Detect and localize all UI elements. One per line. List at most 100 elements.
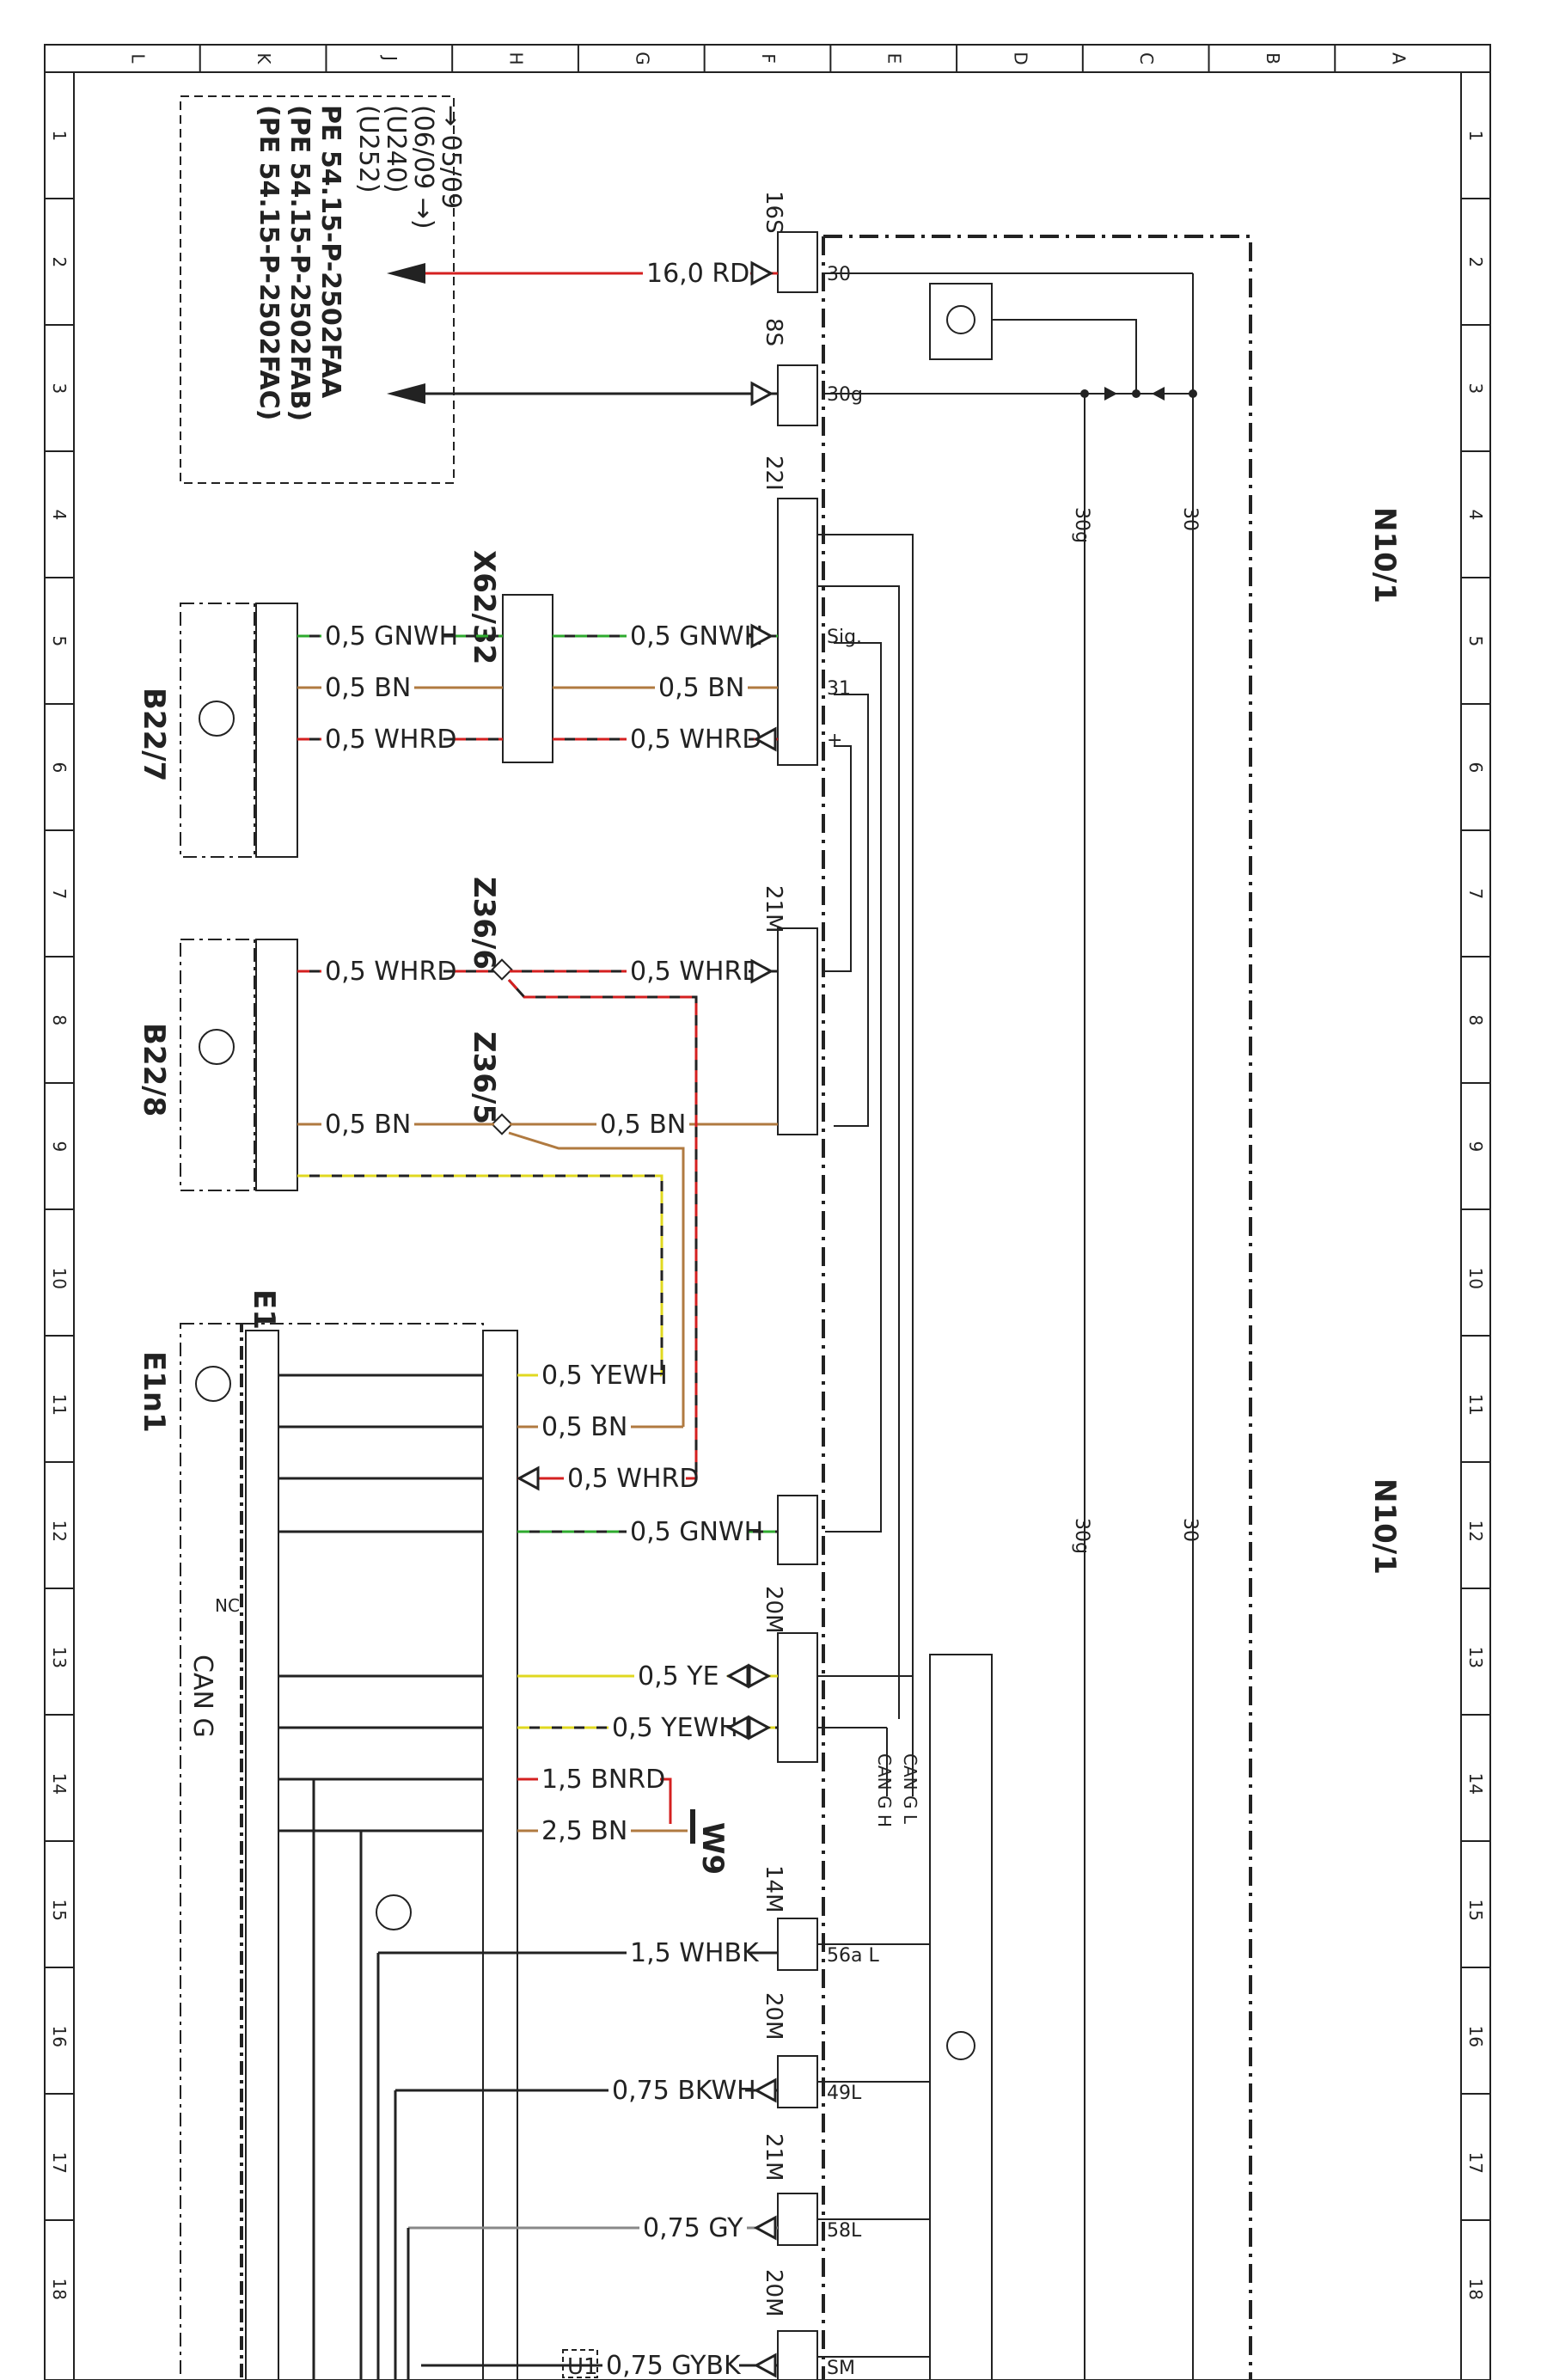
wire-label-w23: 0,75 GYBK <box>606 2351 742 2380</box>
pin-label-31: 31 <box>827 678 851 700</box>
row-label-left: 14 <box>49 1773 70 1795</box>
internal-label-30g-top: 30g <box>1071 507 1092 543</box>
wire-label-w18: 1,5 BNRD <box>541 1765 665 1795</box>
connector-arrow-icon <box>753 2077 777 2103</box>
zone-label: L <box>127 53 148 64</box>
wire-label-bg <box>321 622 443 650</box>
wire-label-w19: 2,5 BN <box>541 1816 627 1846</box>
e1-label-nc: NC <box>215 1595 240 1616</box>
component-label-u1: U1 <box>567 2354 598 2380</box>
row-label-right: 12 <box>1465 1520 1486 1542</box>
connector-label-20m-a: 20M <box>761 1586 786 1634</box>
row-label-right: 13 <box>1465 1647 1486 1668</box>
wire-label-w3: 0,5 GNWH <box>630 621 763 652</box>
note-line-2: (06/09 →) <box>408 105 438 229</box>
connector-arrow-icon <box>750 958 774 984</box>
row-label-left: 6 <box>49 762 70 774</box>
connector-arrow-icon <box>725 1663 749 1689</box>
component-label-x62-32: X62/32 <box>467 550 501 664</box>
internal-line-pin5 <box>816 585 900 1719</box>
row-label-right: 4 <box>1465 510 1486 521</box>
wire-label-bg <box>538 1413 631 1441</box>
row-label-left: 5 <box>49 636 70 647</box>
row-label-right: 3 <box>1465 383 1486 395</box>
note-line-6: (PE 54.15-P-2502FAB) <box>284 105 315 421</box>
transistor-icon <box>376 1894 412 1930</box>
zone-label: G <box>632 52 652 65</box>
e1n1-connector <box>245 1330 279 2380</box>
component-label-b22-7: B22/7 <box>137 688 171 781</box>
wire-label-bg <box>634 1662 727 1690</box>
wire-label-bg <box>538 1817 631 1845</box>
wire-label-w2: 0,5 GNWH <box>325 621 458 652</box>
row-label-left: 3 <box>49 383 70 395</box>
x62-32-connector <box>502 594 553 763</box>
row-label-left: 11 <box>49 1394 70 1416</box>
pin-label-30g: 30g <box>827 384 863 406</box>
transistor-box <box>929 283 993 360</box>
internal-label-30g-bottom: 30g <box>1071 1518 1092 1554</box>
wire-label-bg <box>627 622 749 650</box>
wire-label-bg <box>643 260 750 287</box>
b22-8-box <box>180 939 255 1191</box>
e1-box <box>242 1323 484 2380</box>
note-line-3: (U240) <box>381 105 411 193</box>
row-label-right: 7 <box>1465 889 1486 900</box>
row-label-right: 8 <box>1465 1015 1486 1026</box>
wire-label-w12: 0,5 YEWH <box>541 1361 668 1391</box>
splice-z36-5-icon <box>491 1113 513 1135</box>
internal-can-module <box>929 1654 993 2380</box>
row-label-left: 10 <box>49 1268 70 1289</box>
junction-dot <box>1189 389 1197 398</box>
row-label-right: 17 <box>1465 2152 1486 2174</box>
e1n1-box <box>180 1323 242 2380</box>
connector-label-8s: 8S <box>761 318 786 346</box>
wire-label-bg <box>627 958 749 985</box>
wire-label-w15: 0,5 GNWH <box>630 1517 763 1547</box>
note-line-1: → 05/09 <box>436 105 466 209</box>
zone-label: A <box>1389 52 1410 64</box>
row-label-left: 18 <box>49 2279 70 2300</box>
zone-label: H <box>506 52 527 64</box>
row-label-left: 17 <box>49 2152 70 2174</box>
n10-1-boundary <box>823 235 1252 2380</box>
pin-label-56a: 56a L <box>827 1945 879 1967</box>
wire-label-bg <box>627 1939 749 1967</box>
row-label-left: 1 <box>49 131 70 142</box>
connector-20m-b <box>777 2055 818 2108</box>
note-line-5: PE 54.15-P-2502FAA <box>315 105 346 399</box>
connector-arrow-icon <box>725 1715 749 1741</box>
wire-label-bg <box>321 958 443 985</box>
connector-arrow-icon <box>750 260 774 286</box>
connector-20m-a2 <box>777 1495 818 1565</box>
connector-arrow-icon <box>748 1715 772 1741</box>
wire-label-bg <box>608 1714 731 1741</box>
notes-text: → 05/09 (06/09 →) (U240) (U252) PE 54.15… <box>254 105 466 421</box>
wire-label-w21: 0,75 BKWH <box>612 2076 756 2106</box>
row-label-right: 9 <box>1465 1141 1486 1153</box>
row-label-left: 12 <box>49 1520 70 1542</box>
wire-label-w5: 0,5 BN <box>658 673 744 703</box>
row-label-left: 7 <box>49 889 70 900</box>
row-label-right: 14 <box>1465 1773 1486 1795</box>
wire-label-bg <box>655 674 748 701</box>
wire-label-w20: 1,5 WHBK <box>630 1938 760 1968</box>
wire-yewh-route-dash <box>297 1174 663 1375</box>
connector-arrow-icon <box>748 1663 772 1689</box>
wire-label-w10: 0,5 BN <box>325 1110 411 1140</box>
arrowhead-icon <box>387 383 425 404</box>
wire-label-bg <box>321 1110 414 1138</box>
outer-frame <box>44 44 1491 2380</box>
zone-label: E <box>884 53 905 64</box>
pin-label-49l: 49L <box>827 2083 862 2104</box>
connector-label-22i: 22I <box>761 456 786 491</box>
component-label-n10-1-bottom: N10/1 <box>1367 1478 1402 1575</box>
component-label-e1: E1 <box>247 1289 281 1330</box>
wire-label-w14: 0,5 WHRD <box>567 1464 699 1494</box>
note-line-4: (U252) <box>353 105 383 193</box>
junction-dot <box>1080 389 1089 398</box>
connector-21m-a <box>777 927 818 1135</box>
connector-label-20m-b: 20M <box>761 1992 786 2040</box>
